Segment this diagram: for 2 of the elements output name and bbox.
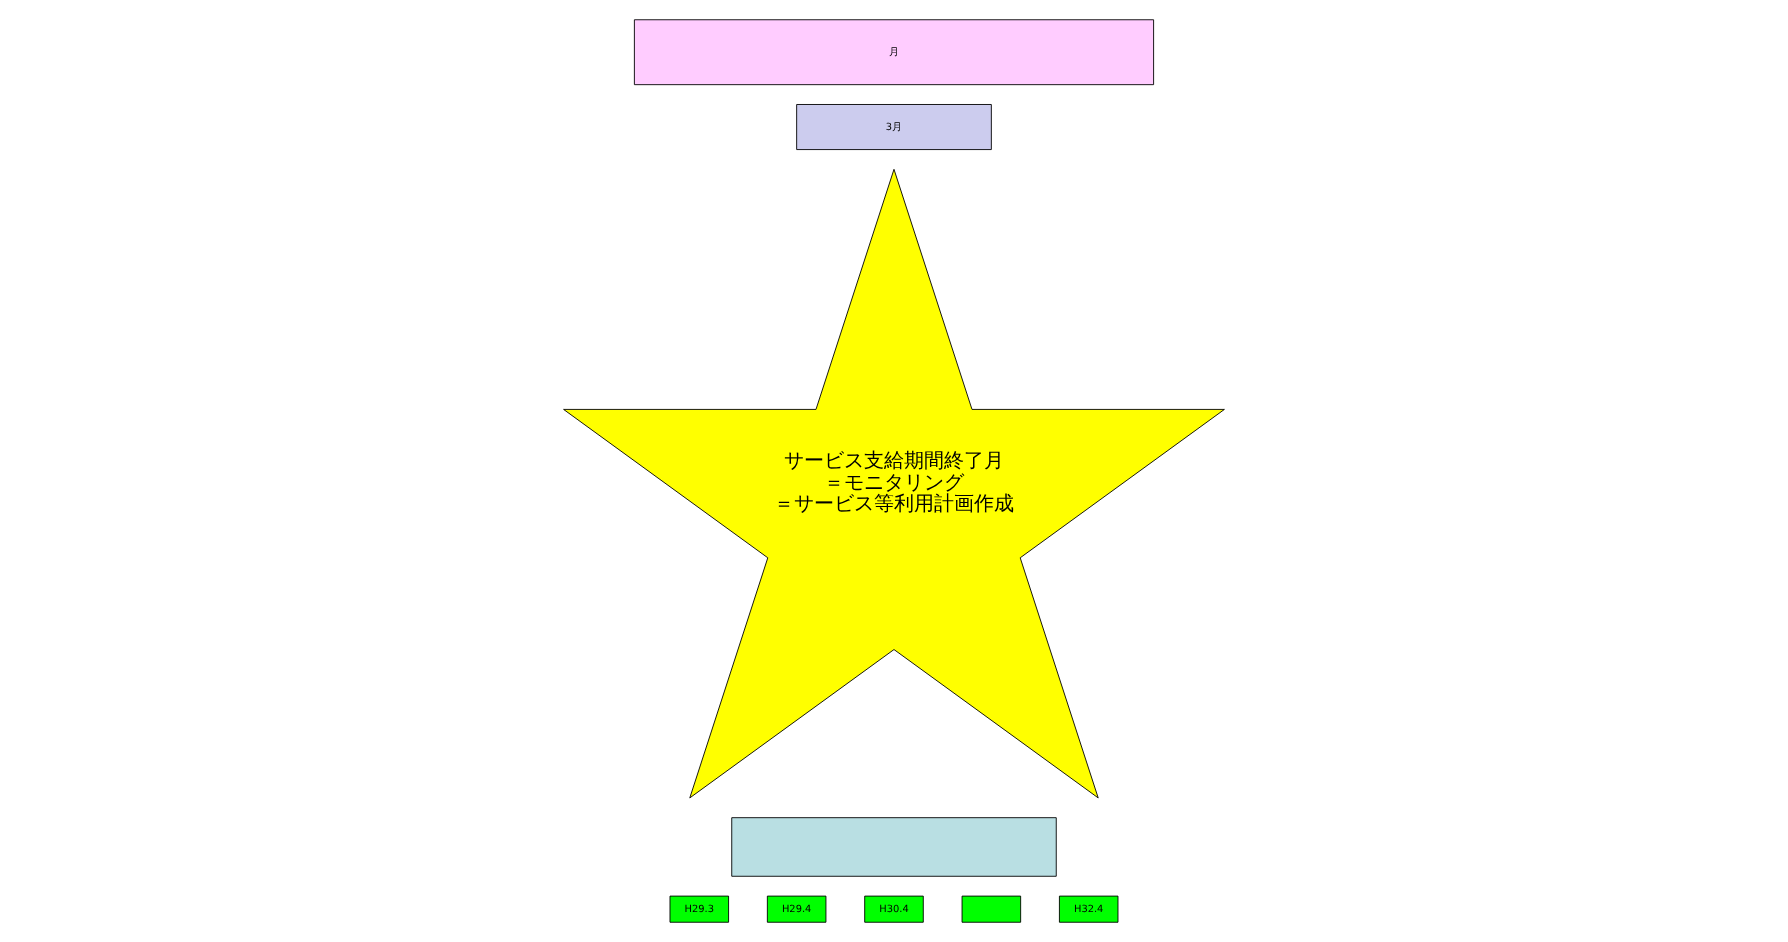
- node-box: [731, 817, 1057, 877]
- node-box: [961, 895, 1022, 923]
